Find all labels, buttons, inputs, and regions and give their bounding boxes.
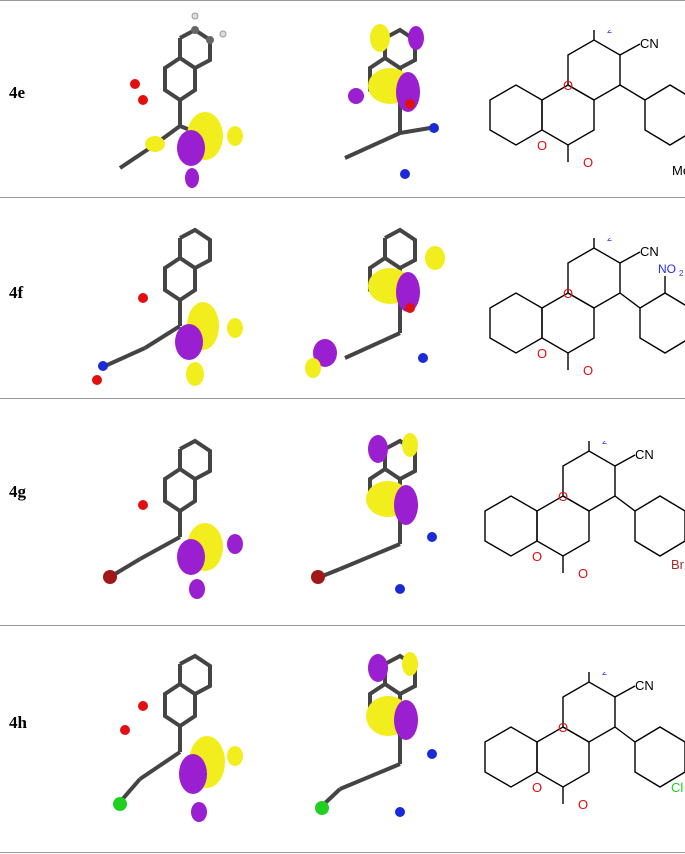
compound-label: 4h <box>9 713 27 732</box>
amino-group-subscript: 2 <box>607 30 612 35</box>
homo-orbital-render <box>103 438 243 599</box>
chemical-structure: NH 2 CN O O O Cl <box>484 672 685 812</box>
table-rule-bottom <box>0 852 685 853</box>
amino-group-label: NH <box>581 441 600 444</box>
amino-group-subscript: 2 <box>602 441 607 446</box>
amino-group-label: NH <box>586 238 605 241</box>
carbonyl-oxygen-label: O <box>578 797 588 812</box>
carbonyl-oxygen-label: O <box>578 566 588 581</box>
cyano-label: CN <box>640 36 659 51</box>
cyano-label: CN <box>640 244 659 259</box>
substituent-label: Br <box>671 557 685 572</box>
lumo-orbital-render <box>315 652 437 817</box>
compound-label: 4f <box>9 283 24 302</box>
table-row: 4h <box>0 626 685 852</box>
ring-oxygen-label: O <box>558 489 568 504</box>
lumo-orbital-render <box>344 24 439 179</box>
lactone-oxygen-label: O <box>532 780 542 795</box>
lactone-oxygen-label: O <box>537 346 547 361</box>
table-rule <box>0 398 685 399</box>
cyano-label: CN <box>635 678 654 693</box>
amino-group-label: NH <box>586 30 605 33</box>
table-row: 4f <box>0 198 685 398</box>
table-row: 4g <box>0 399 685 625</box>
carbonyl-oxygen-label: O <box>583 155 593 170</box>
amino-group-subscript: 2 <box>607 238 612 243</box>
homo-orbital-render <box>113 653 243 822</box>
amino-group-subscript: 2 <box>602 672 607 677</box>
chemical-structure: NH 2 CN O O O Me <box>489 30 685 178</box>
substituent-label: Cl <box>671 780 683 795</box>
homo-orbital-render <box>92 227 243 386</box>
lactone-oxygen-label: O <box>537 138 547 153</box>
table-row: 4e <box>0 0 685 197</box>
lumo-orbital-render <box>311 433 437 594</box>
compound-label: 4g <box>9 482 26 501</box>
nitro-group-subscript: 2 <box>679 269 684 278</box>
nitro-group-label: NO <box>658 262 676 276</box>
table-rule <box>0 197 685 198</box>
cyano-label: CN <box>635 447 654 462</box>
chemical-structure: NH 2 CN O O O Br <box>484 441 685 581</box>
substituent-label: Me <box>672 163 685 178</box>
lactone-oxygen-label: O <box>532 549 542 564</box>
ring-oxygen-label: O <box>563 78 573 93</box>
ring-oxygen-label: O <box>558 720 568 735</box>
ring-oxygen-label: O <box>563 286 573 301</box>
chemical-structure: NH 2 CN O O O NO 2 <box>489 238 685 378</box>
lumo-orbital-render <box>305 227 445 378</box>
table-rule-top <box>0 0 685 1</box>
table-rule <box>0 625 685 626</box>
compound-label: 4e <box>9 83 26 102</box>
carbonyl-oxygen-label: O <box>583 363 593 378</box>
amino-group-label: NH <box>581 672 600 675</box>
homo-orbital-render <box>118 12 243 188</box>
